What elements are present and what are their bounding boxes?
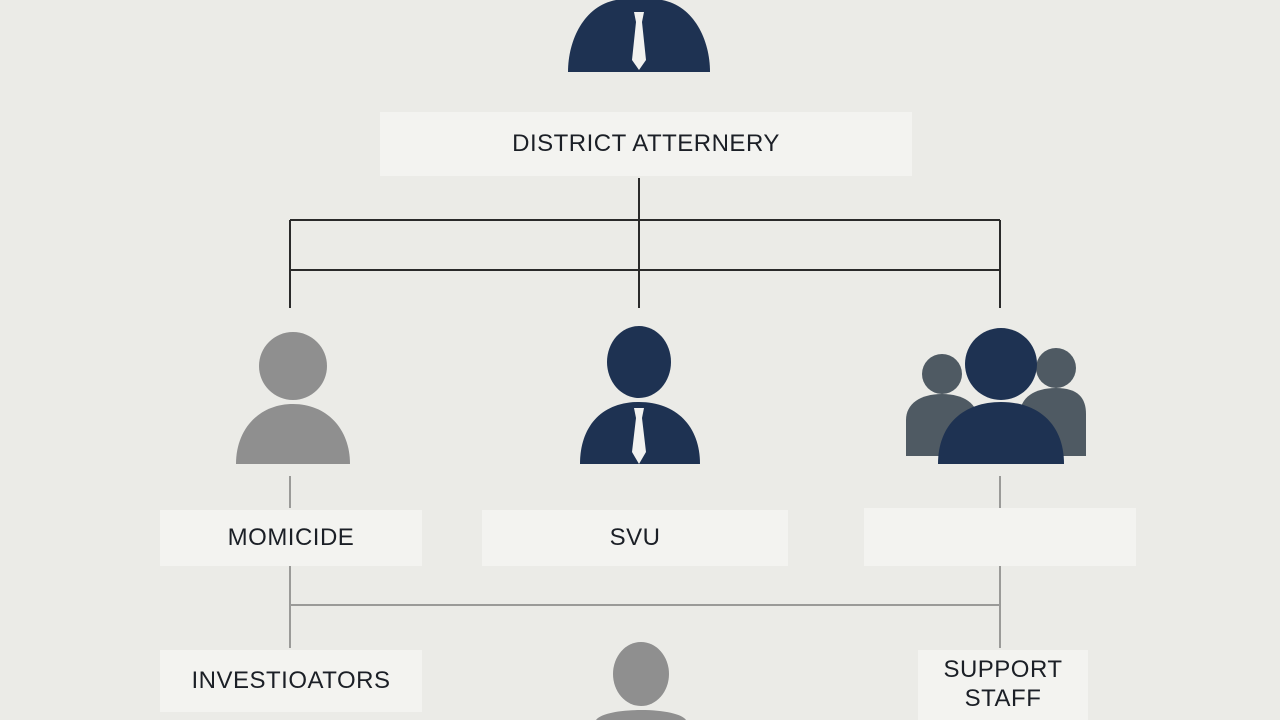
investigators-box: INVESTIOATORS [160, 650, 422, 712]
support-staff-box: SUPPORT STAFF [918, 650, 1088, 720]
svu-unit-label: SVU [609, 523, 661, 551]
district-attorney-label: DISTRICT ATTERNERY [512, 129, 780, 157]
svu-unit-box: SVU [482, 510, 788, 566]
person-with-tie-icon [580, 326, 700, 464]
group-icon [906, 328, 1086, 464]
district-attorney-box: DISTRICT ATTERNERY [380, 112, 912, 176]
person-with-tie-icon [568, 0, 710, 72]
person-icon [596, 642, 686, 720]
investigators-label: INVESTIOATORS [191, 666, 391, 694]
unlabeled-unit-box [864, 508, 1136, 566]
support-staff-label-line1: SUPPORT [943, 656, 1063, 684]
homicide-unit-box: MOMICIDE [160, 510, 422, 566]
person-icon [236, 332, 350, 464]
support-staff-label-line2: STAFF [964, 685, 1042, 712]
homicide-unit-label: MOMICIDE [227, 523, 355, 551]
